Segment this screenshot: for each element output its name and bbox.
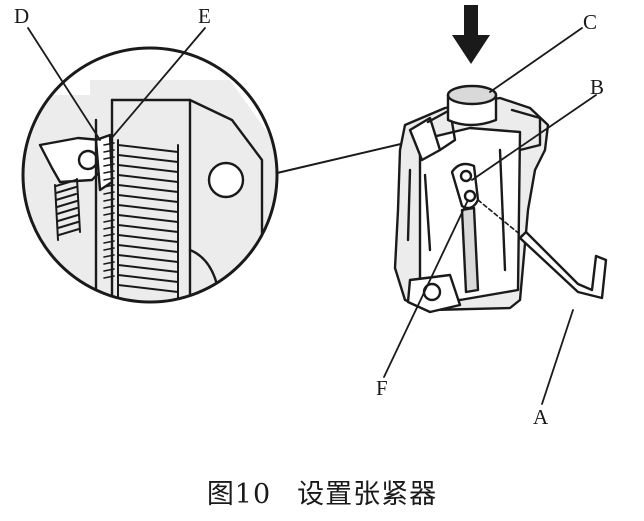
figure-title: 设置张紧器 (297, 479, 438, 510)
label-b: B (590, 75, 605, 99)
tensioner-body (393, 84, 550, 314)
label-leaders (27, 27, 597, 405)
allen-key-icon (477, 199, 608, 300)
label-c: C (583, 10, 598, 34)
figure-number: 图10 (206, 479, 272, 510)
label-f: F (376, 376, 388, 400)
detail-magnifier (21, 46, 406, 304)
rack-teeth (103, 142, 115, 279)
lock-lever (450, 162, 480, 210)
main-spring (117, 139, 179, 301)
label-e: E (198, 4, 211, 28)
label-a: A (533, 405, 549, 429)
label-d: D (14, 4, 30, 28)
down-arrow-icon (452, 5, 490, 64)
figure-caption: 图10 设置张紧器 (0, 472, 644, 511)
plunger (446, 84, 498, 127)
small-spring (54, 178, 81, 241)
